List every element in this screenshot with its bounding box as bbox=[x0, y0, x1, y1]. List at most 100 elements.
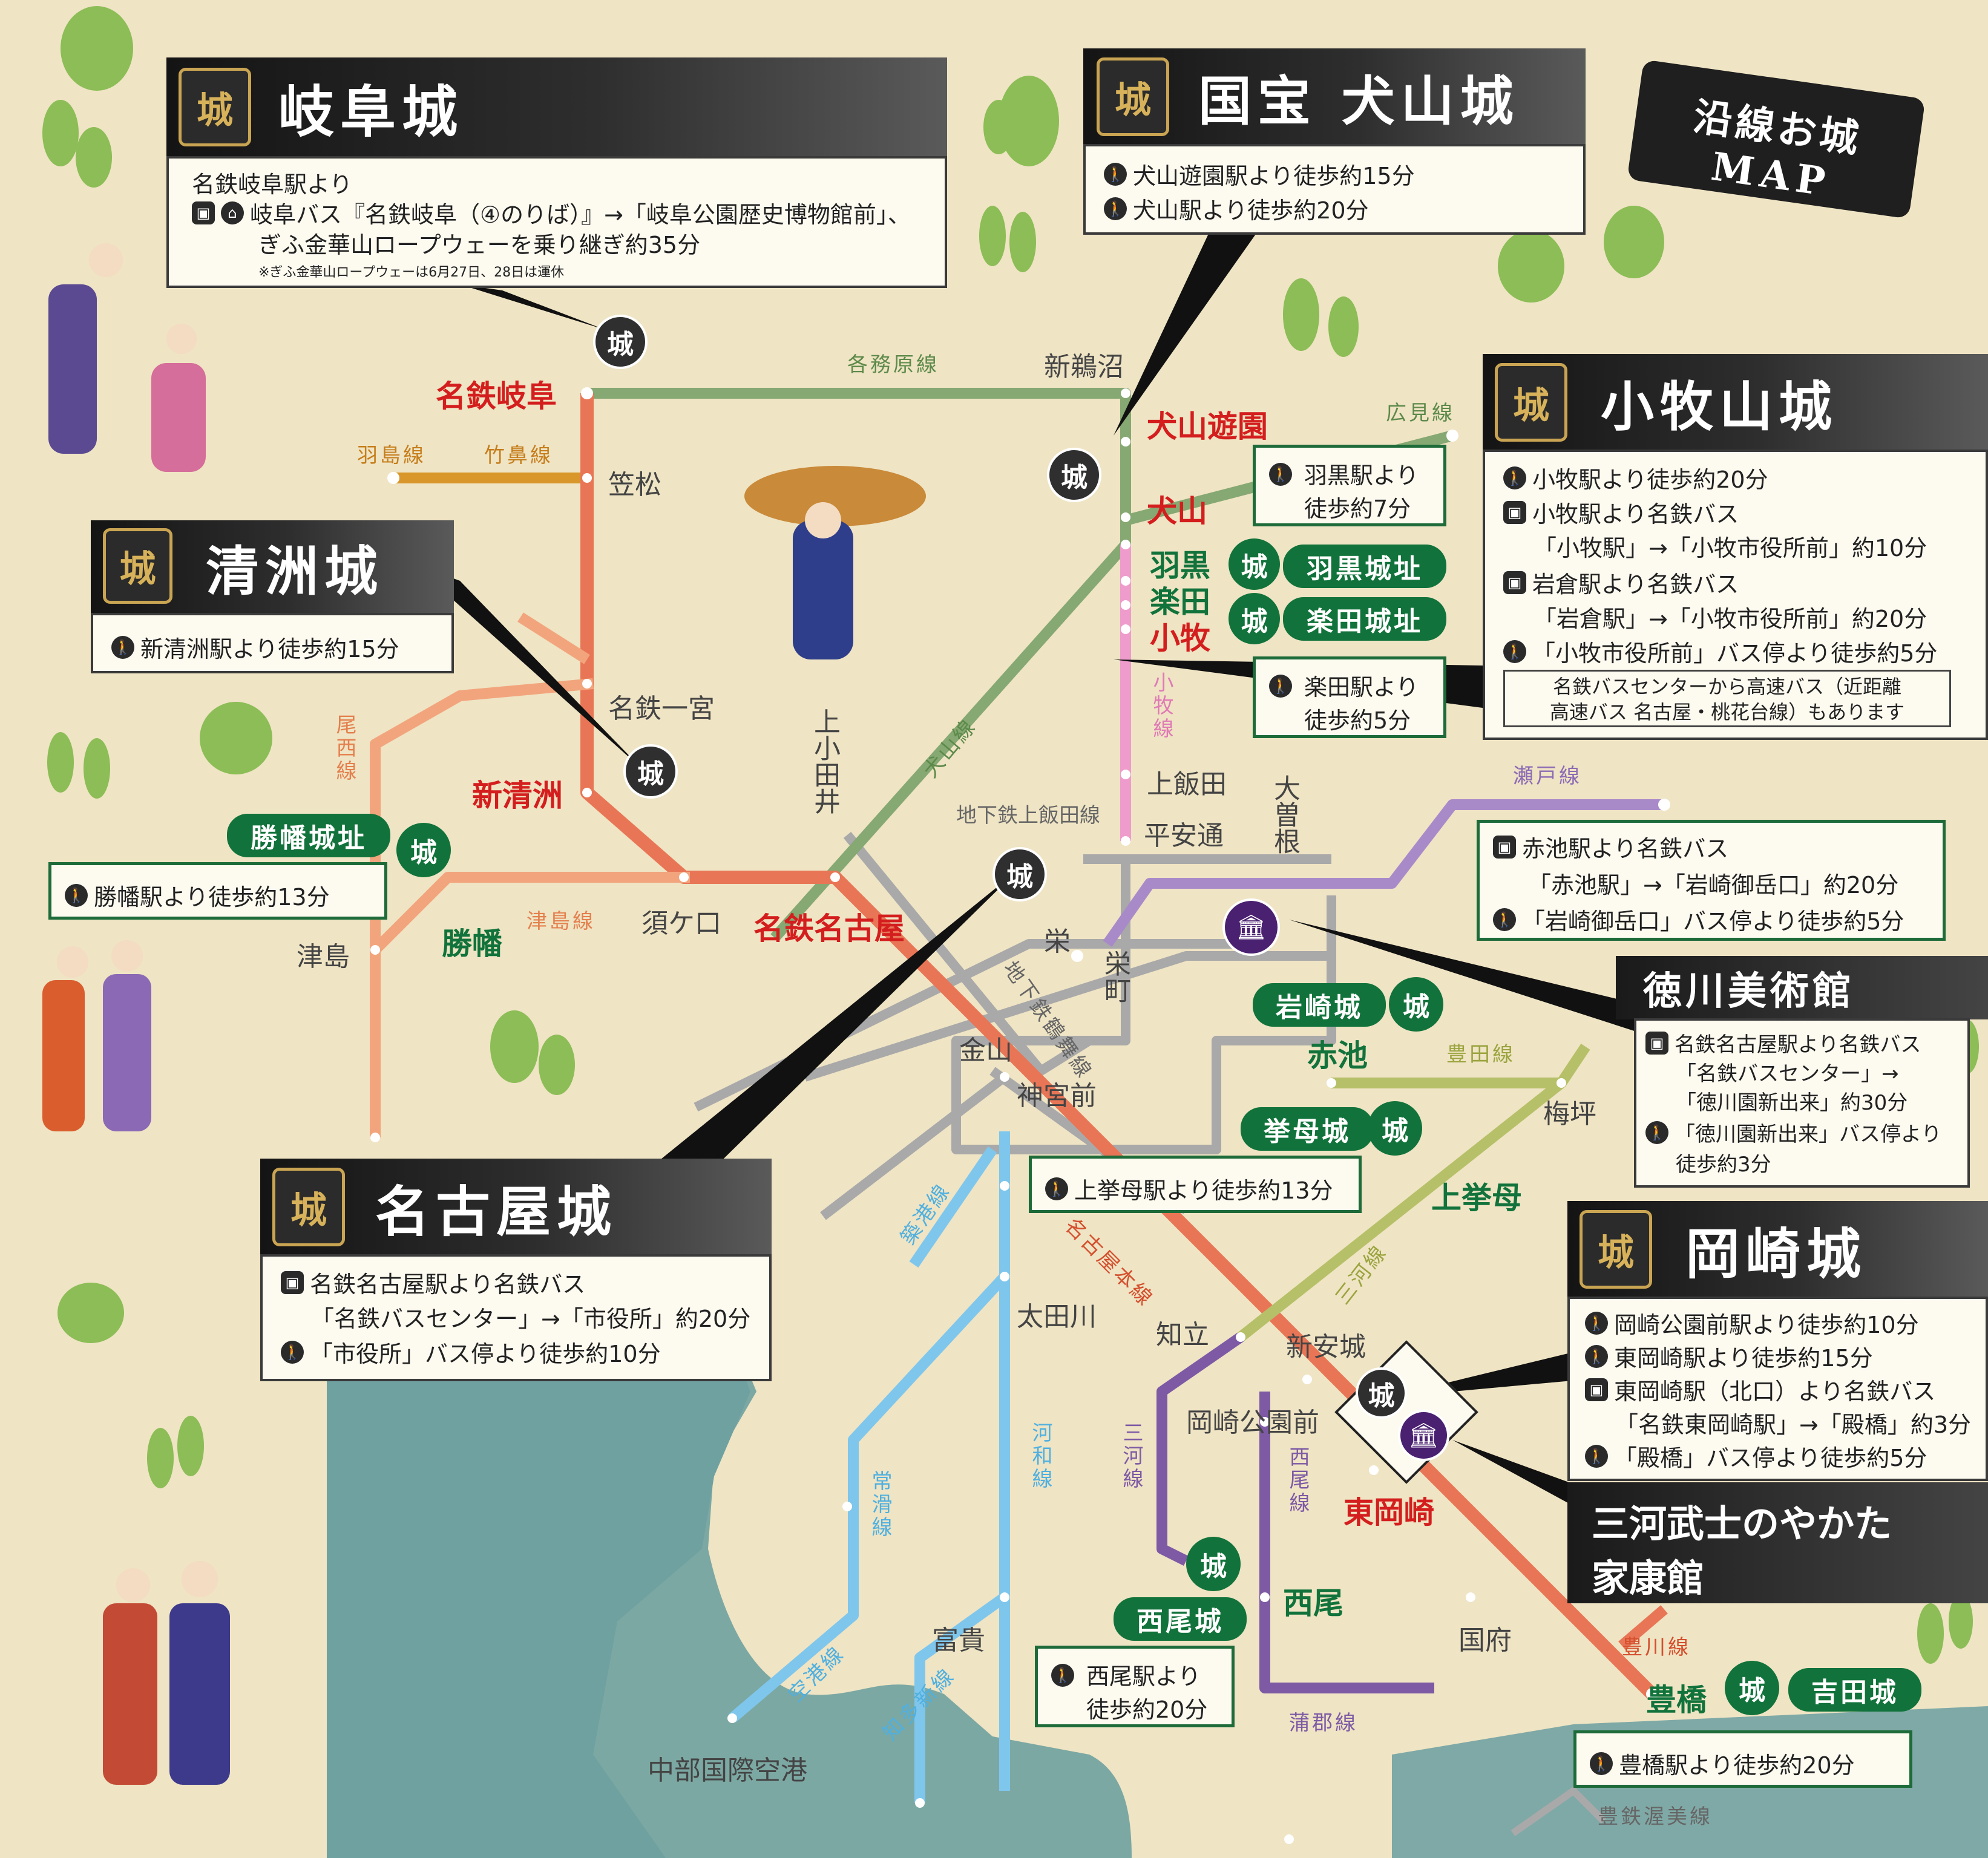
info-line: 「赤池駅」→「岩崎御岳口」約20分 bbox=[1528, 872, 1899, 898]
info-line: 🚶 上挙母駅より徒歩約13分 bbox=[1045, 1172, 1359, 1205]
castle-emblem-icon: 城 bbox=[103, 528, 172, 604]
info-text: 名鉄名古屋駅より名鉄バス bbox=[1675, 1033, 1921, 1057]
station-kami-otai[interactable]: 上小田井 bbox=[809, 708, 840, 814]
info-line: 「名鉄バスセンター」→「市役所」約20分 bbox=[311, 1306, 751, 1332]
seto-line bbox=[1103, 799, 1664, 947]
station-shin-unuma[interactable]: 新鵜沼 bbox=[1044, 352, 1124, 382]
tokoname-kowa-lines bbox=[729, 1131, 1010, 1803]
info-line: 🚶 犬山遊園駅より徒歩約15分 bbox=[1104, 157, 1583, 191]
station-jingu-mae[interactable]: 神宮前 bbox=[1017, 1081, 1097, 1111]
bus-icon: ▣ bbox=[1493, 835, 1516, 859]
station-ozone[interactable]: 大曽根 bbox=[1269, 774, 1300, 854]
station-shin-kiyosu[interactable]: 新清洲 bbox=[472, 778, 563, 813]
kiyosu-castle-title: 清洲城 bbox=[206, 540, 384, 603]
station-higashi-okazaki[interactable]: 東岡崎 bbox=[1343, 1495, 1434, 1530]
info-line: 「名鉄東岡崎駅」→「殿橋」約3分 bbox=[1615, 1411, 1972, 1438]
station-meitetsu-nagoya[interactable]: 名鉄名古屋 bbox=[753, 911, 905, 946]
info-text: 「小牧市役所前」バス停より徒歩約5分 bbox=[1532, 640, 1938, 667]
castle-marker-icon[interactable]: 城 bbox=[396, 823, 451, 877]
castle-marker-icon[interactable]: 城 bbox=[1356, 1367, 1407, 1419]
station-okazaki-koen-mae[interactable]: 岡崎公園前 bbox=[1186, 1407, 1319, 1438]
station-sakae[interactable]: 栄 bbox=[1044, 926, 1071, 957]
station-toyohashi[interactable]: 豊橋 bbox=[1646, 1683, 1707, 1718]
atsumi-line bbox=[1511, 1786, 1607, 1836]
walk-icon: 🚶 bbox=[1503, 640, 1526, 663]
info-line: 🚶 「殿橋」バス停より徒歩約5分 bbox=[1585, 1439, 1986, 1473]
info-text: 小牧駅より名鉄バス bbox=[1532, 501, 1739, 528]
subway-lines bbox=[663, 831, 1336, 1220]
castle-marker-icon[interactable]: 城 bbox=[593, 315, 648, 369]
info-line: 🚶 岡崎公園前駅より徒歩約10分 bbox=[1585, 1306, 1986, 1340]
castle-marker-icon[interactable]: 城 bbox=[1186, 1537, 1241, 1591]
info-line: 🚶 犬山駅より徒歩約20分 bbox=[1104, 192, 1583, 225]
info-text: 岐阜バス『名鉄岐阜（④のりば）』→「岐阜公園歴史博物館前」、 bbox=[250, 201, 911, 228]
station-shobata[interactable]: 勝幡 bbox=[442, 926, 502, 961]
station-otagawa[interactable]: 太田川 bbox=[1017, 1301, 1097, 1332]
station-akaike[interactable]: 赤池 bbox=[1307, 1038, 1368, 1073]
tokugawa-museum-title: 徳川美術館 bbox=[1643, 968, 1855, 1014]
station-gakuden[interactable]: 楽田 bbox=[1150, 584, 1210, 620]
castle-marker-icon[interactable]: 城 bbox=[992, 847, 1047, 901]
walk-icon: 🚶 bbox=[1269, 675, 1292, 698]
ropeway-icon: ⌂ bbox=[221, 201, 244, 224]
station-sakaemachi[interactable]: 栄町 bbox=[1100, 950, 1130, 1003]
castle-marker-icon[interactable]: 城 bbox=[1229, 538, 1280, 590]
station-inuyama-yuen[interactable]: 犬山遊園 bbox=[1147, 409, 1268, 444]
station-kasamatsu[interactable]: 笠松 bbox=[608, 469, 661, 500]
bus-icon: ▣ bbox=[1645, 1031, 1668, 1055]
station-kami-iida[interactable]: 上飯田 bbox=[1147, 769, 1227, 800]
castle-marker-icon[interactable]: 城 bbox=[1389, 977, 1443, 1032]
castle-marker-icon[interactable]: 城 bbox=[1229, 593, 1280, 644]
museum-marker-icon[interactable]: 🏛 bbox=[1398, 1410, 1449, 1461]
info-line: 「名鉄バスセンター」→ bbox=[1676, 1062, 1899, 1086]
station-umetsubo[interactable]: 梅坪 bbox=[1543, 1099, 1596, 1130]
station-chiryu[interactable]: 知立 bbox=[1156, 1320, 1209, 1350]
station-tomiki[interactable]: 富貴 bbox=[932, 1625, 985, 1656]
info-text: 「徳川園新出来」バス停より bbox=[1675, 1122, 1942, 1147]
nishio-access-box: 🚶 西尾駅より 徒歩約20分 bbox=[1035, 1646, 1235, 1727]
station-sukaguchi[interactable]: 須ケ口 bbox=[641, 908, 721, 939]
castle-marker-icon[interactable]: 城 bbox=[1725, 1661, 1779, 1715]
info-line: ▣ 岩倉駅より名鉄バス bbox=[1503, 566, 1986, 599]
line-label-bisai: 尾西線 bbox=[332, 714, 356, 783]
bus-icon: ▣ bbox=[1503, 571, 1526, 594]
info-text: 赤池駅より名鉄バス bbox=[1522, 836, 1729, 862]
station-shin-anjo[interactable]: 新安城 bbox=[1286, 1332, 1366, 1362]
callout-pointers bbox=[412, 230, 1664, 1513]
castle-emblem-icon: 城 bbox=[1097, 57, 1169, 136]
station-inuyama[interactable]: 犬山 bbox=[1147, 494, 1207, 529]
nagoya-castle-header: 名古屋城 bbox=[260, 1159, 772, 1255]
info-line: ▣ 名鉄名古屋駅より名鉄バス bbox=[281, 1266, 769, 1299]
okazaki-castle-title: 岡崎城 bbox=[1685, 1222, 1867, 1286]
station-nishio[interactable]: 西尾 bbox=[1283, 1586, 1343, 1621]
info-text: 上挙母駅より徒歩約13分 bbox=[1074, 1177, 1333, 1204]
line-label-gamagori: 蒲郡線 bbox=[1289, 1711, 1358, 1735]
castle-marker-icon[interactable]: 城 bbox=[623, 744, 678, 799]
line-label-mikawa-south: 三河線 bbox=[1119, 1422, 1143, 1491]
station-chubu-airport[interactable]: 中部国際空港 bbox=[648, 1755, 807, 1786]
okazaki-castle-info: 🚶 岡崎公園前駅より徒歩約10分 🚶 東岡崎駅より徒歩約15分 ▣ 東岡崎駅（北… bbox=[1567, 1297, 1988, 1481]
station-heian-dori[interactable]: 平安通 bbox=[1144, 820, 1224, 851]
station-haguro[interactable]: 羽黒 bbox=[1150, 548, 1210, 583]
station-meitetsu-gifu[interactable]: 名鉄岐阜 bbox=[436, 379, 557, 414]
tokugawa-museum-info: ▣ 名鉄名古屋駅より名鉄バス 「名鉄バスセンター」→ 「徳川園新出来」約30分 … bbox=[1634, 1018, 1970, 1188]
station-tsushima[interactable]: 津島 bbox=[297, 941, 350, 972]
toyokawa-line bbox=[1618, 1605, 1668, 1650]
info-text: 東岡崎駅（北口）より名鉄バス bbox=[1614, 1378, 1936, 1405]
info-line: 🚶 「徳川園新出来」バス停より bbox=[1645, 1117, 1967, 1147]
museum-marker-icon[interactable]: 🏛 bbox=[1222, 898, 1280, 956]
walk-icon: 🚶 bbox=[1585, 1344, 1608, 1368]
castle-marker-icon[interactable]: 城 bbox=[1047, 448, 1101, 502]
ieyasu-title-line1: 三河武士のやかた bbox=[1592, 1502, 1892, 1546]
line-label-toyokawa: 豊川線 bbox=[1622, 1635, 1691, 1660]
station-kokufu[interactable]: 国府 bbox=[1458, 1625, 1512, 1656]
station-kami-koromo[interactable]: 上挙母 bbox=[1431, 1180, 1522, 1215]
station-kanayama[interactable]: 金山 bbox=[959, 1035, 1012, 1066]
info-line: 🚶 「岩崎御岳口」バス停より徒歩約5分 bbox=[1493, 903, 1943, 936]
station-meitetsu-ichinomiya[interactable]: 名鉄一宮 bbox=[608, 693, 715, 724]
castle-marker-icon[interactable]: 城 bbox=[1368, 1101, 1422, 1156]
info-line: ▣ 東岡崎駅（北口）より名鉄バス bbox=[1585, 1373, 1986, 1406]
bus-icon: ▣ bbox=[1585, 1378, 1608, 1401]
station-komaki[interactable]: 小牧 bbox=[1150, 621, 1210, 656]
line-label-takehana: 竹鼻線 bbox=[484, 443, 553, 468]
